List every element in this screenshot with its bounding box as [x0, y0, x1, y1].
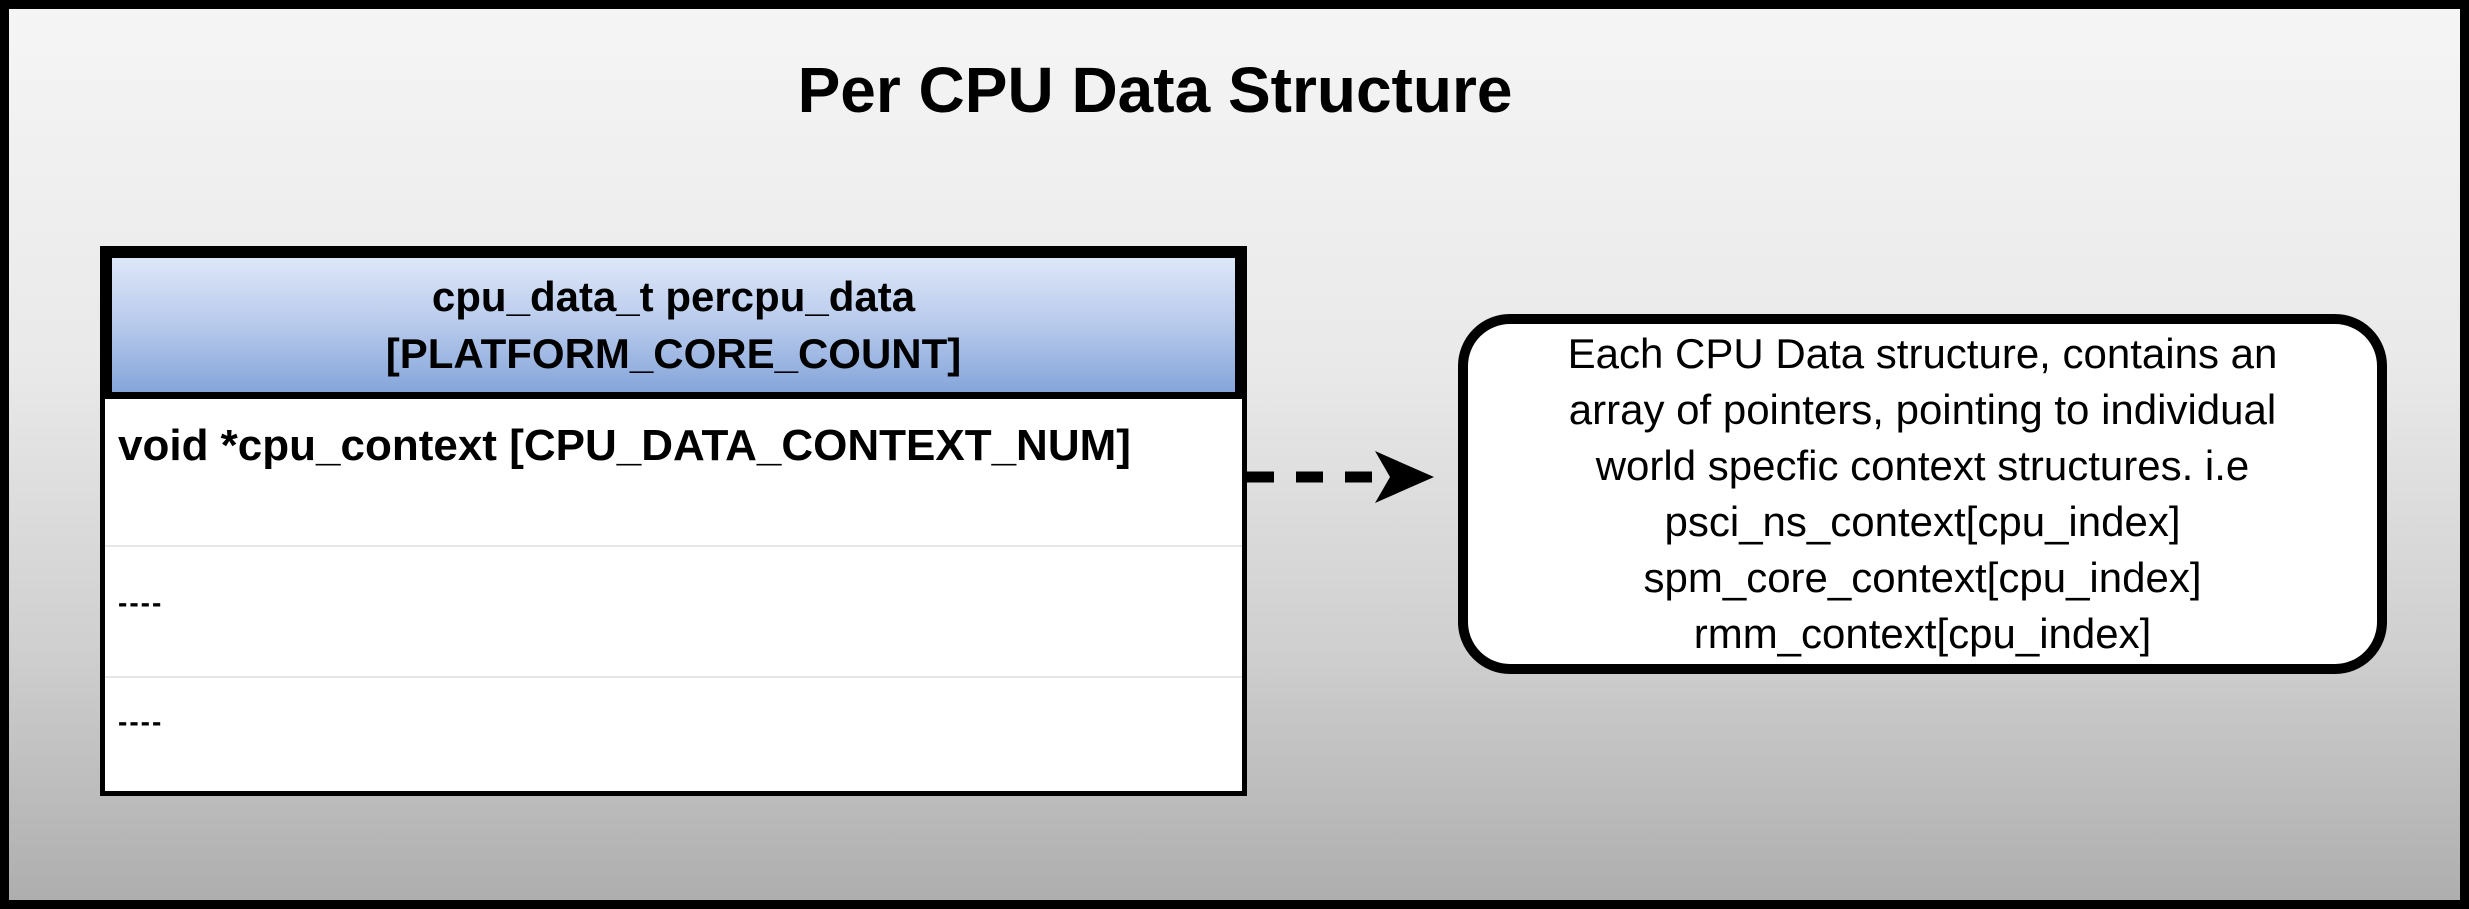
callout-box: Each CPU Data structure, contains an arr… — [1458, 314, 2387, 674]
callout-line: Each CPU Data structure, contains an — [1567, 330, 2278, 377]
callout-line: spm_core_context[cpu_index] — [1643, 554, 2202, 601]
callout-line: psci_ns_context[cpu_index] — [1664, 498, 2181, 545]
table-row: ---- — [105, 547, 1242, 678]
table-header: cpu_data_t percpu_data [PLATFORM_CORE_CO… — [105, 251, 1242, 399]
dashed-right-arrow-icon — [1247, 447, 1459, 507]
percpu-data-table: cpu_data_t percpu_data [PLATFORM_CORE_CO… — [100, 246, 1247, 796]
table-row: ---- — [118, 706, 164, 737]
table-row-cpu-context: void *cpu_context [CPU_DATA_CONTEXT_NUM] — [105, 399, 1242, 547]
page-title: Per CPU Data Structure — [797, 54, 1513, 126]
callout-line: array of pointers, pointing to individua… — [1568, 386, 2277, 433]
callout-line: rmm_context[cpu_index] — [1693, 610, 2152, 657]
table-header-line2: [PLATFORM_CORE_COUNT] — [385, 330, 962, 377]
callout-line: world specfic context structures. i.e — [1595, 442, 2250, 489]
table-header-line1: cpu_data_t percpu_data — [431, 273, 916, 320]
